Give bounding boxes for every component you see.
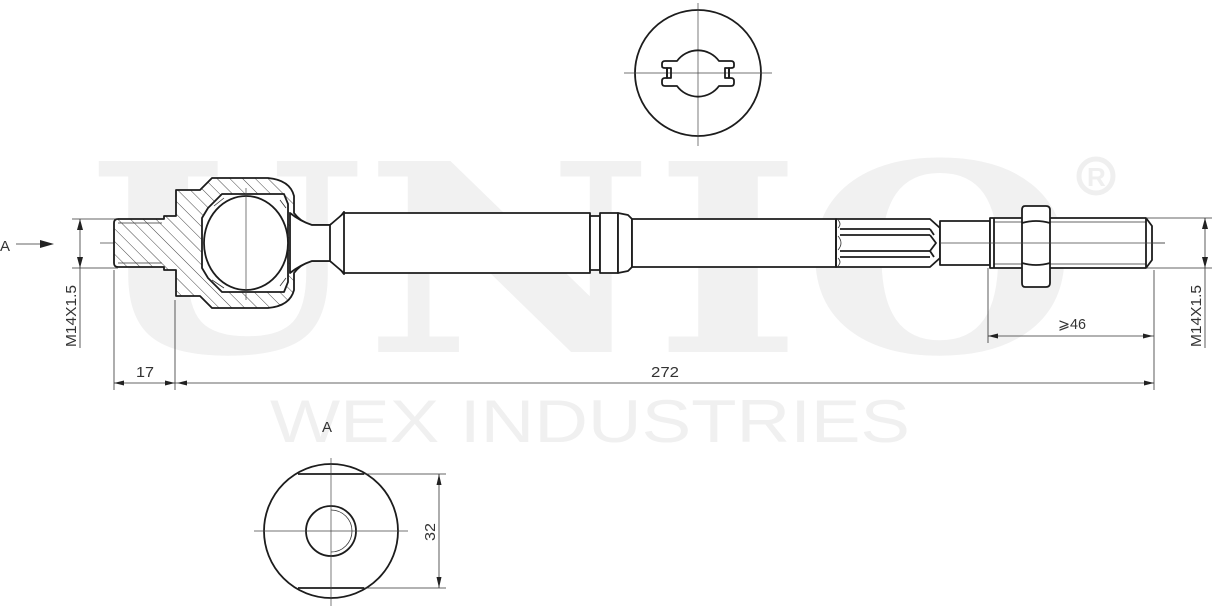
thread-left-label: M14X1.5 [63, 285, 80, 347]
svg-text:R: R [1087, 162, 1106, 192]
main-side-view [100, 177, 1165, 309]
watermark-company: WEX INDUSTRIES [270, 388, 910, 455]
dimensions: M14X1.5 M14X1.5 17 272 ⩾46 [63, 217, 1212, 390]
thread-right-label: M14X1.5 [1188, 285, 1205, 347]
view-A-title: A [322, 419, 332, 436]
top-end-view [624, 3, 772, 146]
spline-profile [661, 49, 735, 98]
dim-32-label: 32 [422, 523, 439, 541]
dim-272-label: 272 [651, 364, 679, 381]
view-arrow-label: A [0, 238, 10, 255]
registered-mark-icon: R [1076, 156, 1116, 196]
hex-nut [1021, 205, 1051, 288]
dim-17-label: 17 [136, 364, 154, 381]
splined-section [835, 218, 941, 268]
tie-rod-shaft [329, 212, 591, 274]
view-arrow-A: A [0, 238, 54, 255]
view-A: A 32 [254, 419, 446, 606]
dim-46-label: ⩾46 [1058, 316, 1086, 333]
